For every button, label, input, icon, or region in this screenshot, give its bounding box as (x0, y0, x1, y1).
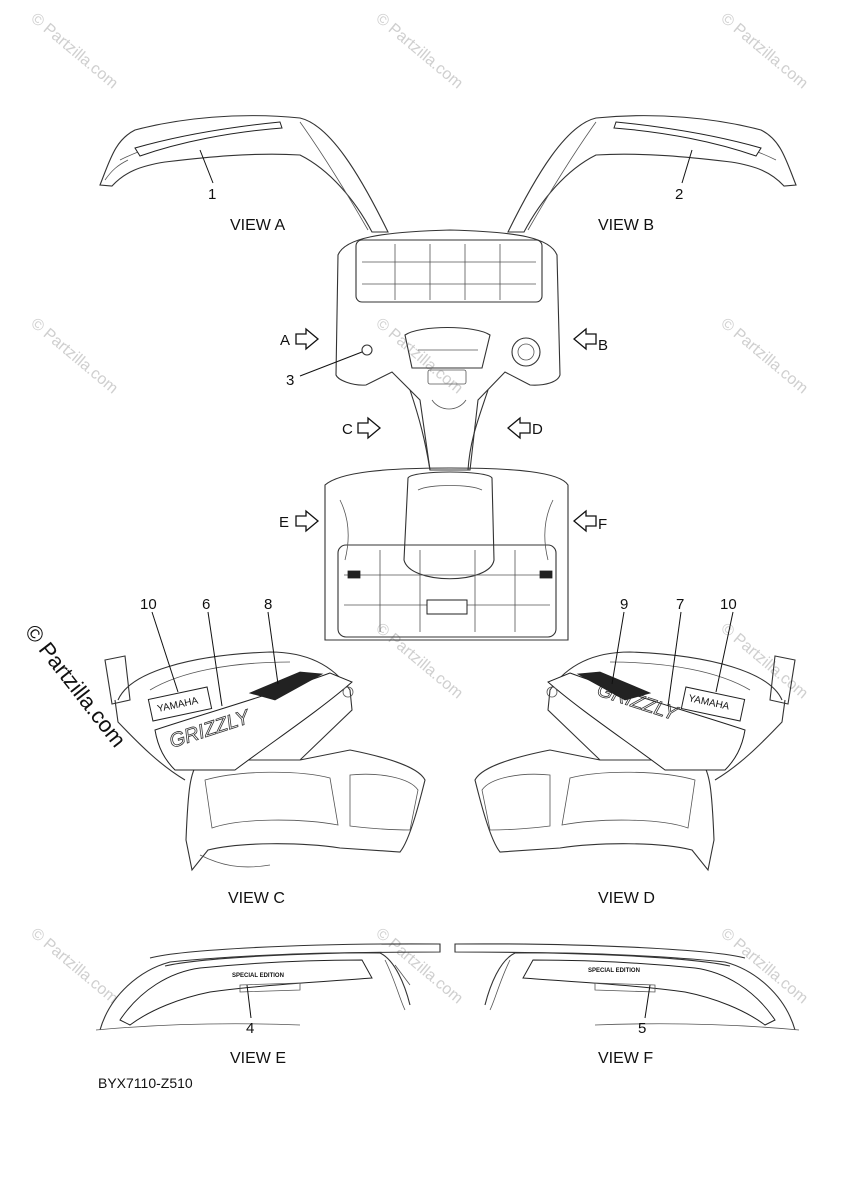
view-arrow-a: A (280, 327, 320, 351)
callout-10-left: 10 (140, 596, 157, 613)
arrow-letter: D (532, 421, 543, 438)
watermark-text: © Partzilla.com (717, 10, 811, 92)
callout-2: 2 (675, 186, 683, 203)
view-a-label: VIEW A (230, 217, 285, 234)
watermark-text: © Partzilla.com (717, 315, 811, 397)
watermarks: © Partzilla.com © Partzilla.com © Partzi… (20, 10, 811, 1007)
view-d-label: VIEW D (598, 890, 655, 907)
callout-3: 3 (286, 372, 294, 389)
leader-line (267, 611, 279, 685)
leader-line (207, 611, 223, 707)
callout-4: 4 (246, 1020, 254, 1037)
watermark-text: © Partzilla.com (372, 10, 466, 92)
watermark-large: © Partzilla.com (20, 620, 131, 752)
view-b-label: VIEW B (598, 217, 654, 234)
view-arrow-b: B (572, 327, 608, 354)
arrow-letter: E (279, 514, 289, 531)
side-panel-view-c: YAMAHA GRIZZLY (104, 651, 426, 872)
leader-line (667, 611, 682, 707)
special-edition-decal-text: SPECIAL EDITION (232, 973, 284, 979)
callout-6: 6 (202, 596, 210, 613)
arrow-left-icon (572, 509, 597, 533)
watermark-text: © Partzilla.com (27, 10, 121, 92)
leader-line (199, 149, 214, 184)
view-arrow-f: F (572, 509, 607, 533)
leader-line (644, 984, 651, 1019)
callout-1: 1 (208, 186, 216, 203)
watermark-text: © Partzilla.com (27, 315, 121, 397)
rear-fender-view-f: SPECIAL EDITION (454, 943, 800, 1031)
arrow-right-icon (357, 416, 382, 440)
callout-5: 5 (638, 1020, 646, 1037)
fender-view-a (99, 115, 389, 233)
arrow-letter: F (598, 516, 607, 533)
leader-line (715, 611, 734, 693)
leader-line (151, 611, 179, 693)
view-arrow-e: E (279, 509, 320, 533)
atv-top-view (324, 229, 569, 641)
callout-7: 7 (676, 596, 684, 613)
watermark-text: © Partzilla.com (372, 925, 466, 1007)
callout-9: 9 (620, 596, 628, 613)
arrow-letter: B (598, 337, 608, 354)
arrow-left-icon (572, 327, 597, 351)
leader-line (246, 984, 252, 1019)
watermark-text: © Partzilla.com (27, 925, 121, 1007)
view-arrow-d: D (506, 416, 543, 440)
drawing-code: BYX7110-Z510 (98, 1075, 193, 1091)
watermark-text: © Partzilla.com (372, 620, 466, 702)
special-edition-decal-text: SPECIAL EDITION (588, 968, 640, 974)
view-arrow-c: C (342, 416, 382, 440)
arrow-left-icon (506, 416, 531, 440)
view-f-label: VIEW F (598, 1050, 653, 1067)
leader-line (681, 149, 693, 184)
view-c-label: VIEW C (228, 890, 285, 907)
leader-line (611, 611, 625, 685)
leader-line (299, 351, 363, 377)
arrow-letter: A (280, 332, 290, 349)
arrow-right-icon (295, 509, 320, 533)
side-panel-view-d: YAMAHA GRIZZLY (474, 651, 796, 872)
fender-view-b (507, 115, 797, 233)
view-e-label: VIEW E (230, 1050, 286, 1067)
callout-8: 8 (264, 596, 272, 613)
arrow-letter: C (342, 421, 353, 438)
rear-fender-view-e: SPECIAL EDITION (95, 943, 441, 1031)
arrow-right-icon (295, 327, 320, 351)
watermark-text: © Partzilla.com (717, 620, 811, 702)
callout-10-right: 10 (720, 596, 737, 613)
